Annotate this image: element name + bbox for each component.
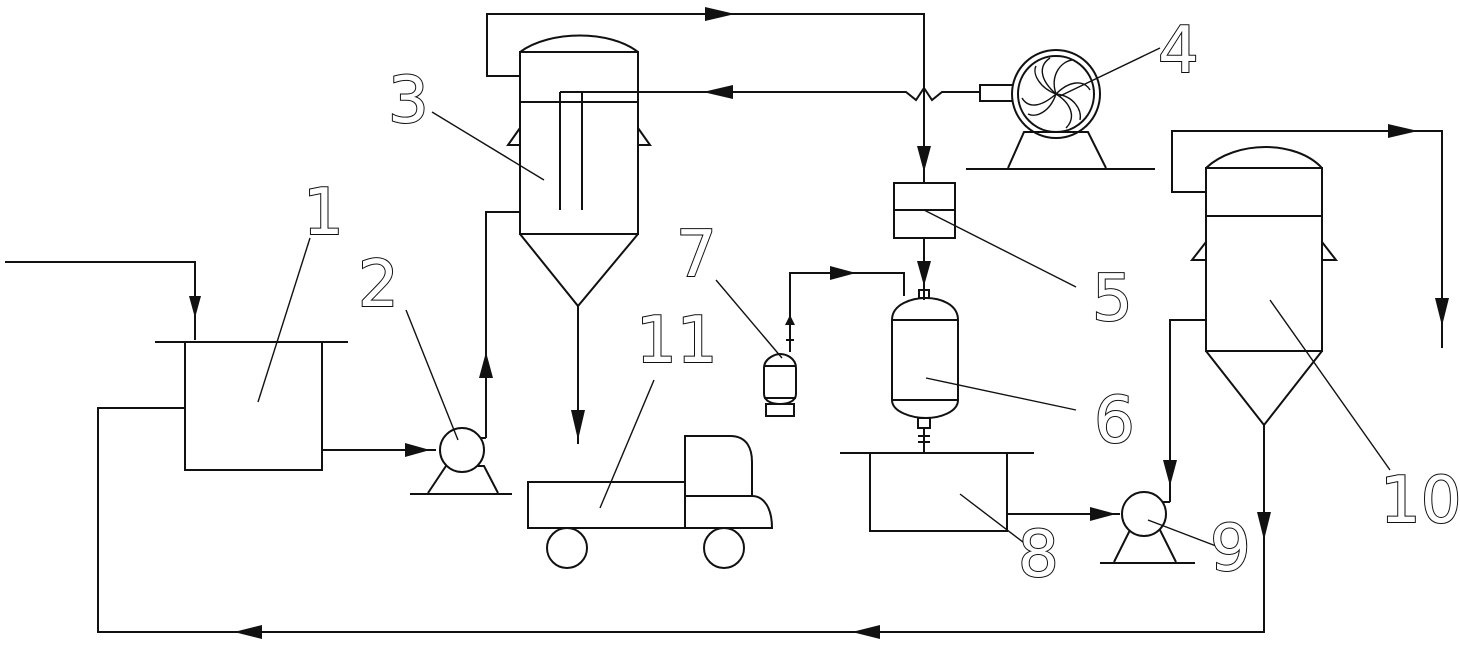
label-5: 5 xyxy=(1092,262,1133,336)
label-7: 7 xyxy=(676,218,717,292)
label-3: 3 xyxy=(388,64,429,138)
equipment-labels: 1 2 3 4 5 6 7 8 9 10 11 xyxy=(302,13,1460,593)
blower-4 xyxy=(966,49,1155,170)
label-6: 6 xyxy=(1094,384,1135,458)
vessel-3 xyxy=(506,34,652,308)
vessel-7 xyxy=(763,266,905,417)
label-11: 11 xyxy=(636,304,717,378)
tank-8 xyxy=(840,452,1120,532)
pump-2 xyxy=(410,427,512,495)
column-10 xyxy=(1171,124,1449,427)
pump-9 xyxy=(1100,319,1206,564)
line-fan4-to-vessel3 xyxy=(560,85,980,102)
label-8: 8 xyxy=(1018,518,1059,592)
tank-1 xyxy=(155,341,348,471)
truck-11 xyxy=(527,435,774,569)
label-1: 1 xyxy=(303,176,344,250)
leader-lines xyxy=(257,47,1391,553)
line-vessel3-top-to-5 xyxy=(486,7,931,183)
line-tank1-to-pump2 xyxy=(322,443,436,457)
label-4: 4 xyxy=(1158,14,1199,88)
vessel-6 xyxy=(891,289,959,452)
line-vessel3-to-truck11 xyxy=(571,306,585,444)
label-2: 2 xyxy=(358,248,399,322)
label-10: 10 xyxy=(1380,464,1460,538)
return-line-10-to-1 xyxy=(97,407,1271,639)
line-pump2-to-column3 xyxy=(479,211,520,438)
label-9: 9 xyxy=(1210,512,1251,586)
feed-inlet-line xyxy=(5,261,201,340)
